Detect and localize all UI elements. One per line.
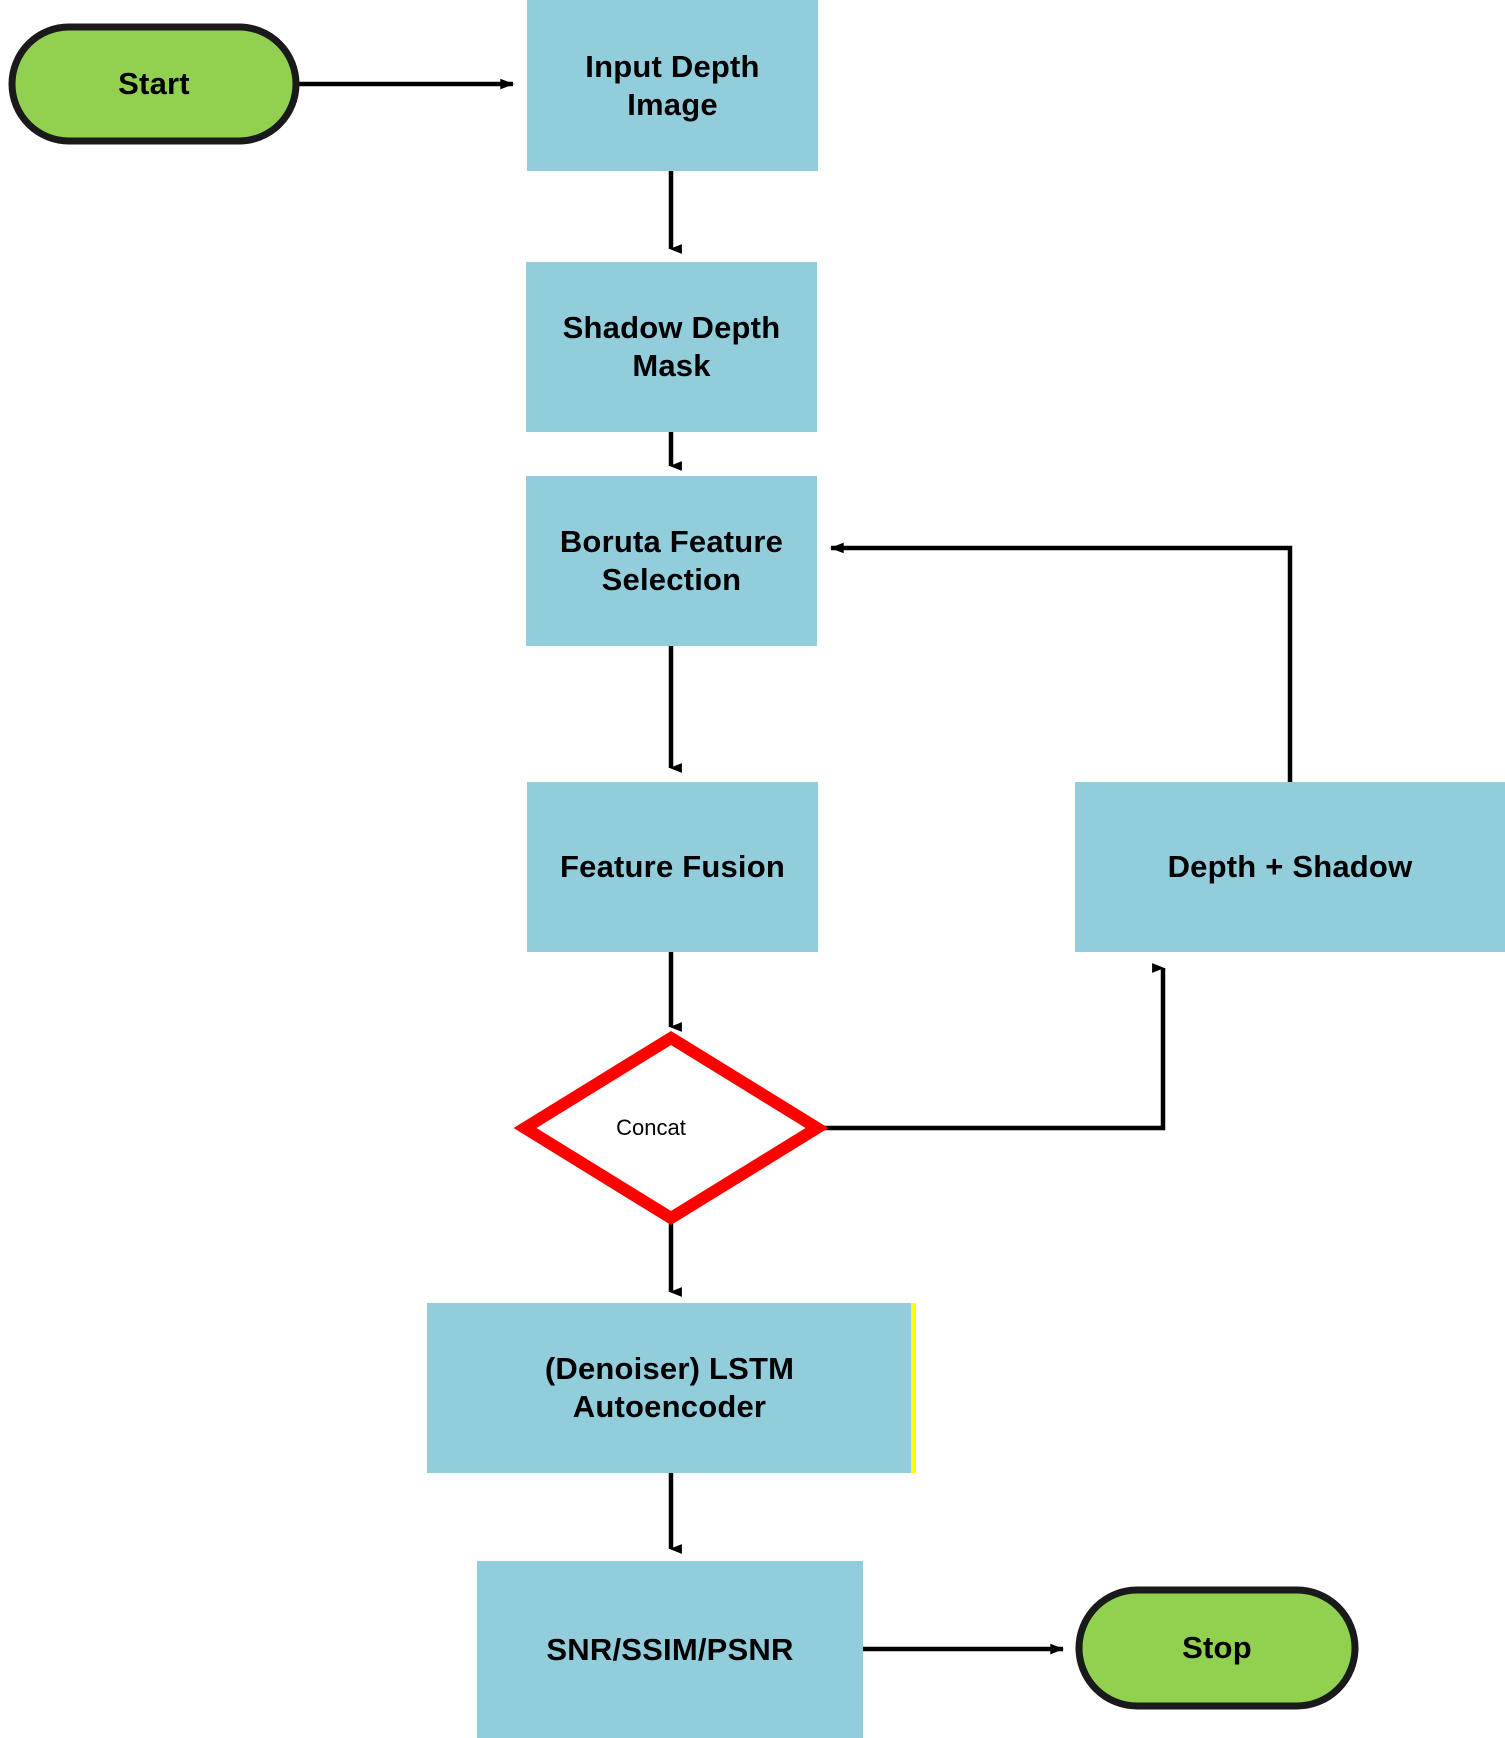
node-shadow-depth-mask[interactable] (526, 262, 817, 432)
edge-depthshadow-to-boruta (830, 542, 1293, 782)
node-stop[interactable] (1075, 1586, 1359, 1710)
node-metrics[interactable] (477, 1561, 863, 1738)
node-concat-decision[interactable] (513, 1030, 829, 1226)
node-lstm-autoencoder[interactable] (427, 1303, 916, 1473)
node-depth-plus-shadow[interactable] (1075, 782, 1505, 952)
connector-group (298, 78, 1293, 1655)
node-boruta-feature-selection[interactable] (526, 476, 817, 646)
lstm-yellow-accent-edge (911, 1303, 916, 1473)
node-feature-fusion[interactable] (527, 782, 818, 952)
node-input-depth-image[interactable] (527, 0, 818, 171)
edge-concat-to-depthshadow (817, 963, 1166, 1131)
node-start[interactable] (8, 23, 300, 145)
